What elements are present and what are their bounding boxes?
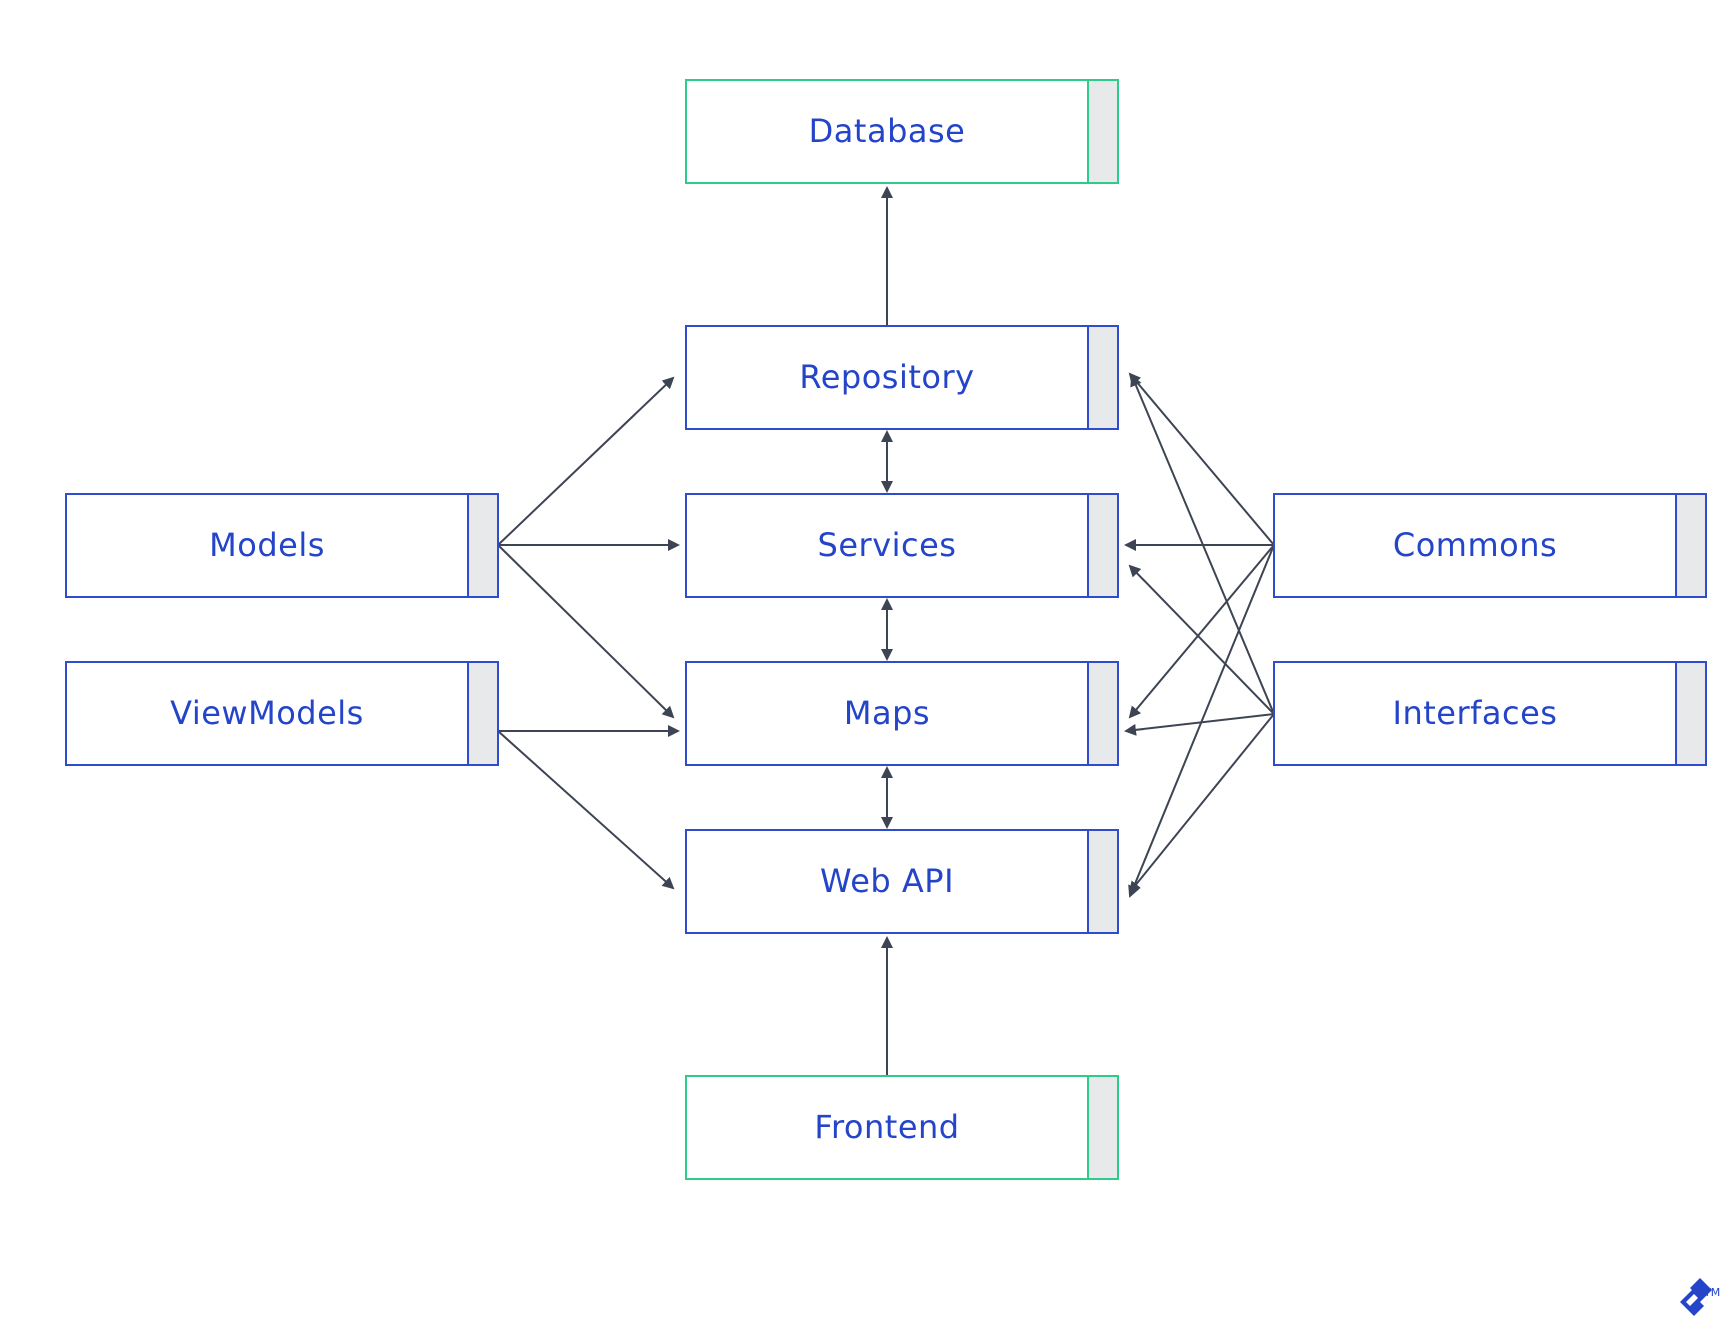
- node-commons: Commons: [1273, 493, 1707, 598]
- node-database: Database: [685, 79, 1119, 184]
- node-webapi: Web API: [685, 829, 1119, 934]
- edge-commons-to-webapi: [1128, 544, 1275, 898]
- node-interfaces: Interfaces: [1273, 661, 1707, 766]
- node-webapi-label: Web API: [820, 862, 954, 900]
- node-database-tab: [1087, 79, 1119, 184]
- node-models-tab: [467, 493, 499, 598]
- edge-interfaces-to-webapi: [1128, 713, 1275, 894]
- node-models-label: Models: [209, 526, 325, 564]
- node-maps-label: Maps: [844, 694, 930, 732]
- edge-commons-to-maps: [1128, 544, 1275, 719]
- node-repository-box: [685, 325, 1119, 430]
- node-models: Models: [65, 493, 499, 598]
- node-webapi-tab: [1087, 829, 1119, 934]
- node-commons-tab: [1675, 493, 1707, 598]
- node-viewmodels-label: ViewModels: [170, 694, 364, 732]
- node-viewmodels-tab: [467, 661, 499, 766]
- node-webapi-box: [685, 829, 1119, 934]
- node-services-label: Services: [818, 526, 957, 564]
- edges-layer: [497, 186, 1275, 1076]
- trademark-label: TM: [1703, 1286, 1720, 1299]
- nodes-layer: Database Repository Services Maps Web AP…: [65, 79, 1707, 1180]
- node-models-box: [65, 493, 499, 598]
- toptal-logo-inner: [1686, 1294, 1698, 1306]
- node-viewmodels-box: [65, 661, 499, 766]
- node-database-box: [685, 79, 1119, 184]
- node-frontend: Frontend: [685, 1075, 1119, 1180]
- edge-interfaces-to-maps: [1124, 713, 1275, 736]
- node-frontend-tab: [1087, 1075, 1119, 1180]
- toptal-logo-icon: TM: [1680, 1278, 1720, 1316]
- edge-viewmodels-to-webapi: [497, 730, 675, 890]
- node-frontend-label: Frontend: [814, 1108, 959, 1146]
- node-repository-tab: [1087, 325, 1119, 430]
- edge-commons-to-repository: [1128, 372, 1275, 546]
- edge-interfaces-to-services: [1128, 564, 1275, 715]
- node-database-label: Database: [809, 112, 966, 150]
- node-maps: Maps: [685, 661, 1119, 766]
- node-commons-box: [1273, 493, 1707, 598]
- node-frontend-box: [685, 1075, 1119, 1180]
- node-maps-tab: [1087, 661, 1119, 766]
- node-repository-label: Repository: [799, 358, 974, 396]
- node-services-tab: [1087, 493, 1119, 598]
- edge-models-to-repository: [497, 376, 675, 546]
- edge-interfaces-to-repository: [1130, 374, 1275, 715]
- edge-models-to-maps: [497, 544, 675, 719]
- node-viewmodels: ViewModels: [65, 661, 499, 766]
- node-interfaces-label: Interfaces: [1393, 694, 1558, 732]
- node-services: Services: [685, 493, 1119, 598]
- node-commons-label: Commons: [1393, 526, 1557, 564]
- node-interfaces-tab: [1675, 661, 1707, 766]
- node-repository: Repository: [685, 325, 1119, 430]
